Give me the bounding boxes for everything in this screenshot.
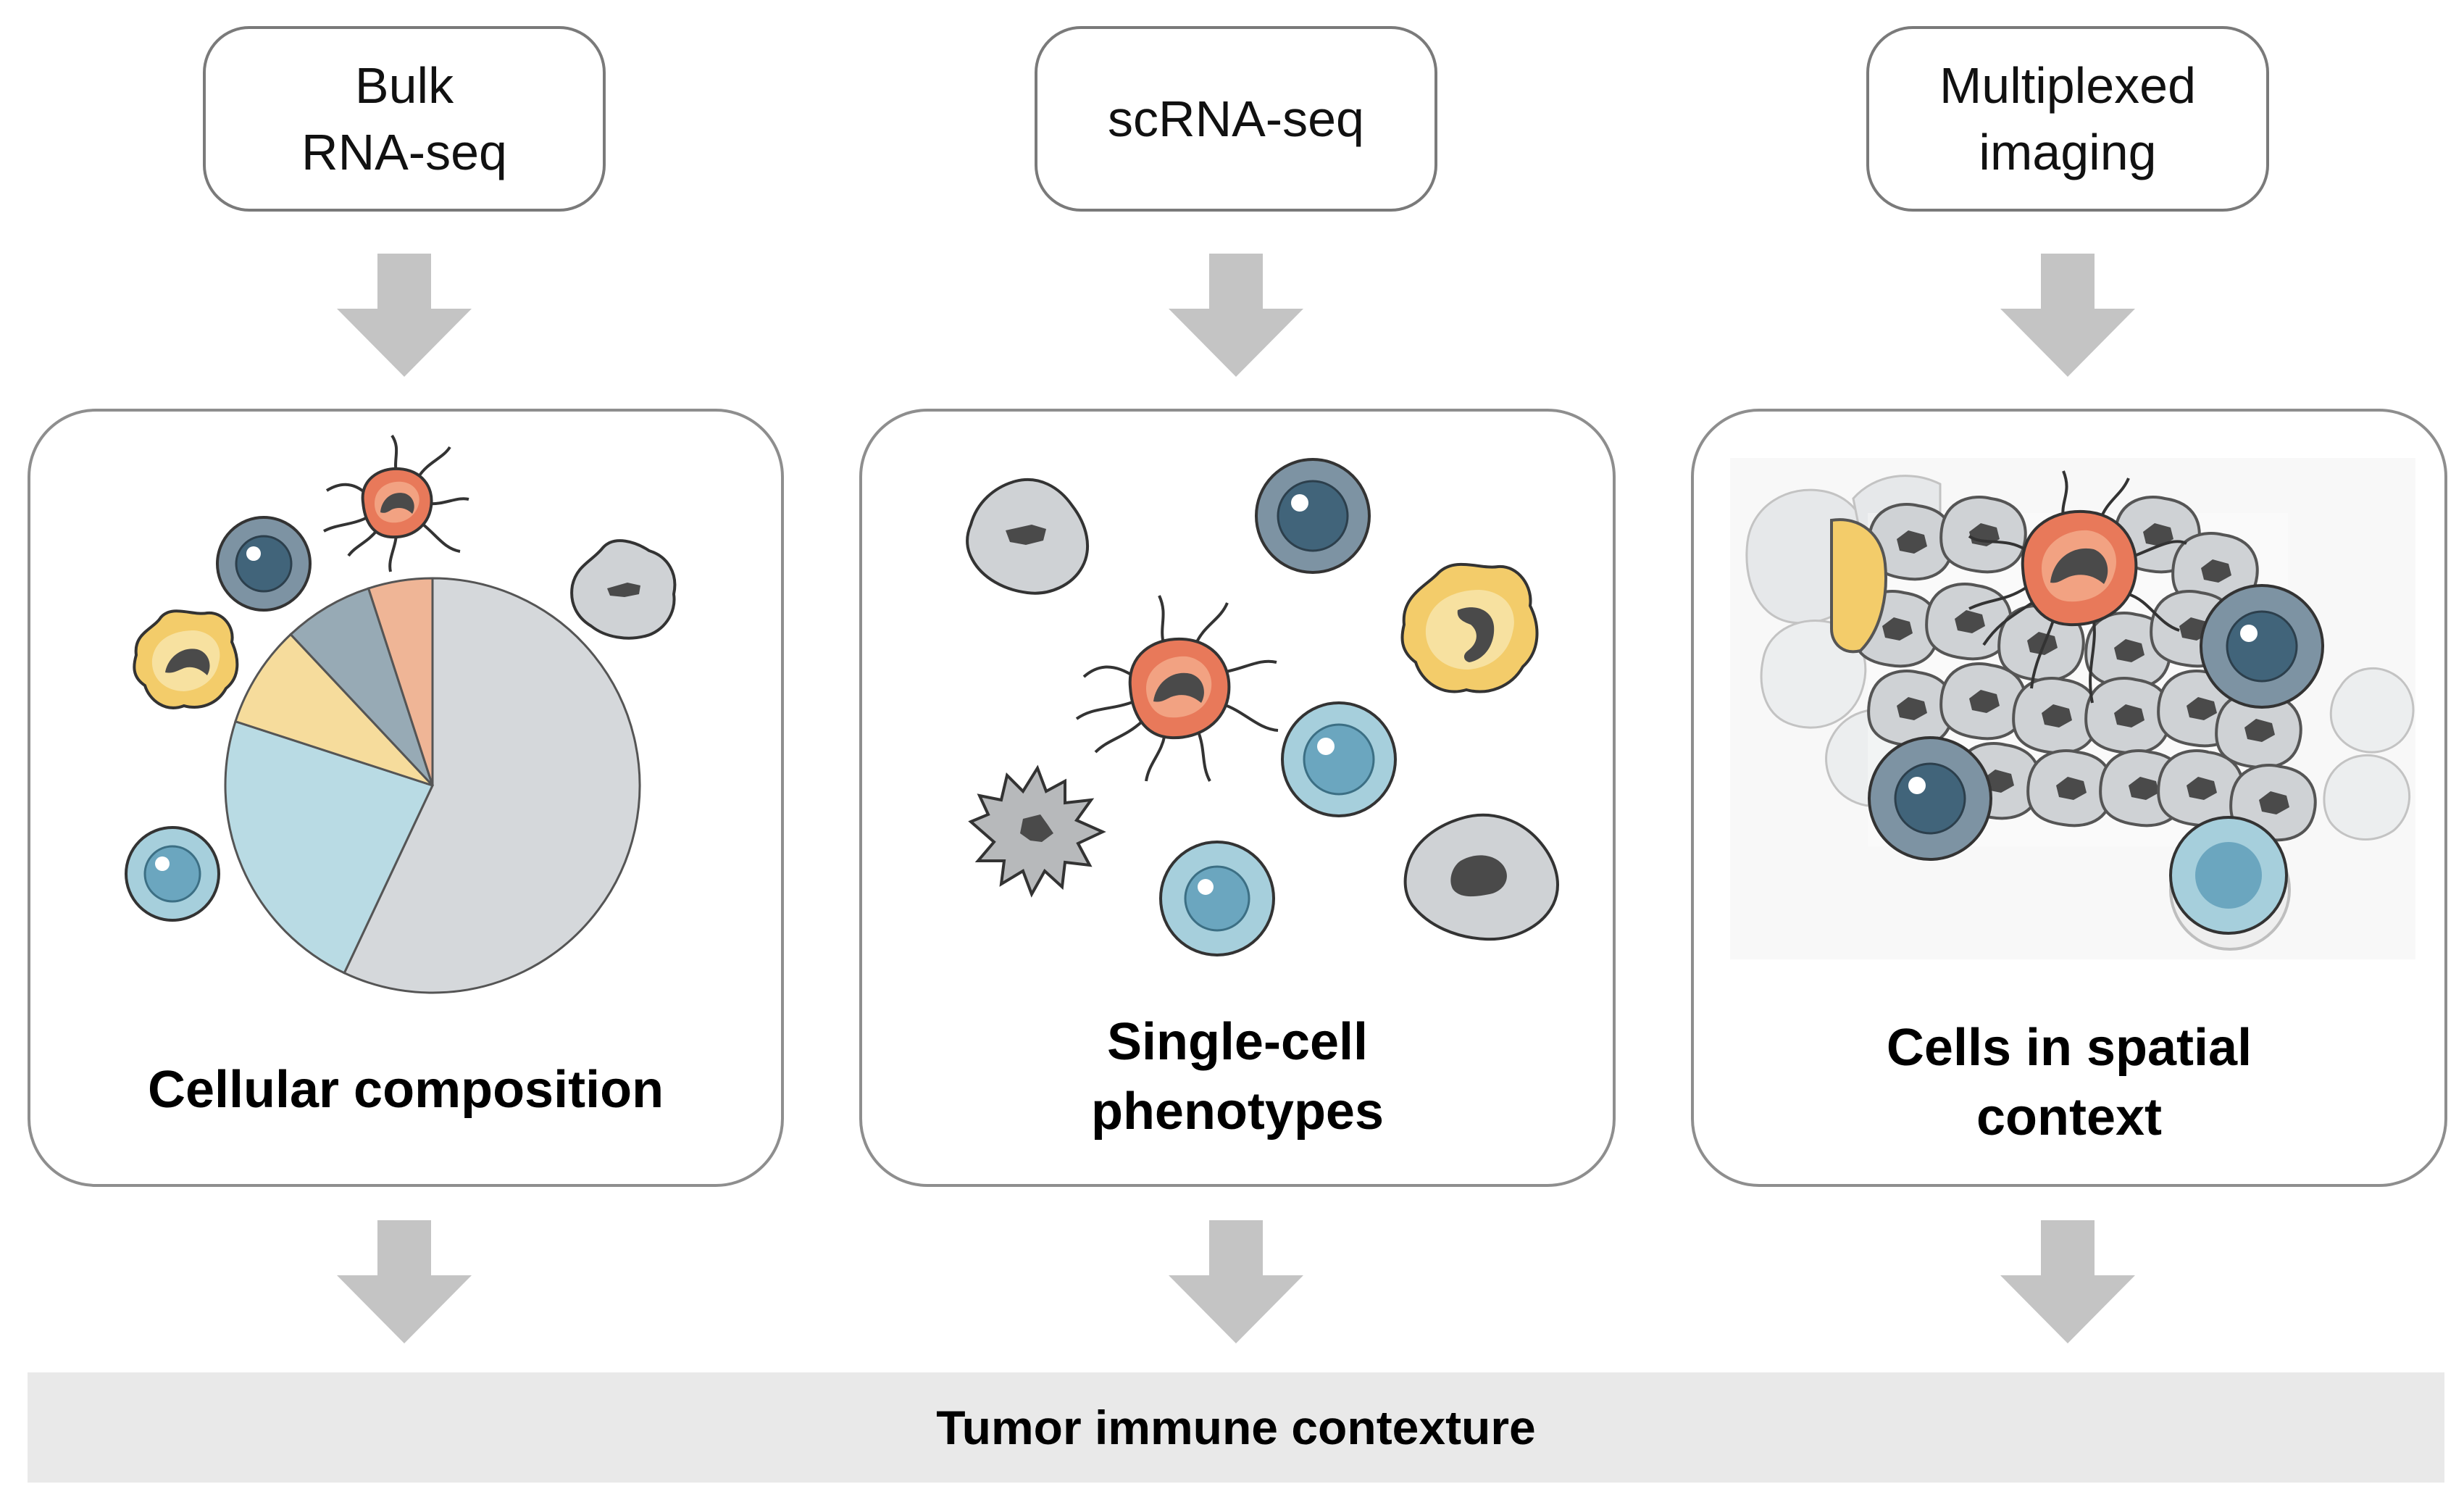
nucleus-icon — [2114, 639, 2144, 662]
myeloid-cell-icon — [133, 609, 239, 709]
phenotypes-illustration — [966, 458, 1559, 956]
down-arrow-icon — [337, 1220, 472, 1343]
output-bar: Tumor immune contexture — [28, 1372, 2444, 1483]
nucleus-icon — [2129, 777, 2159, 800]
t-cell-icon — [1255, 458, 1371, 574]
nucleus-icon — [2187, 697, 2217, 720]
method-box-scrnaseq: scRNA-seq — [1035, 26, 1437, 212]
t-cell-icon — [216, 516, 312, 612]
down-arrow-icon — [2000, 254, 2135, 377]
down-arrow-icon — [1169, 254, 1303, 377]
down-arrow-icon — [337, 254, 472, 377]
dendritic-cell-icon — [1968, 470, 2187, 704]
nucleus-icon — [1897, 530, 1927, 554]
pie-slice-t-cells — [289, 587, 434, 787]
b-cell-icon — [1281, 701, 1397, 817]
tumor-cell-icon — [966, 478, 1089, 595]
apoptotic-cell-icon — [968, 764, 1106, 898]
t-cell-icon — [2200, 584, 2324, 709]
method-label: Bulk RNA-seq — [301, 57, 507, 180]
dendritic-cell-icon — [323, 434, 469, 572]
panel-label: Single-cell phenotypes — [1090, 1013, 1385, 1141]
method-label: scRNA-seq — [1108, 91, 1364, 147]
nucleus-icon — [2201, 559, 2231, 583]
b-cell-icon — [1159, 841, 1275, 956]
nucleus-icon — [2056, 777, 2087, 800]
pie-slice-tumor-cells — [343, 577, 641, 994]
down-arrow-icon — [1169, 1220, 1303, 1343]
pie-chart — [224, 577, 641, 994]
nucleus-icon — [2143, 523, 2173, 546]
panel-single-cell-phenotypes: Single-cell phenotypes — [859, 409, 1616, 1187]
method-label: Multiplexed imaging — [1939, 57, 2197, 180]
panel-cellular-composition: Cellular composition — [28, 409, 784, 1187]
method-box-multiplexed-imaging: Multiplexed imaging — [1866, 26, 2269, 212]
b-cell-icon — [125, 826, 220, 922]
nucleus-icon — [2244, 719, 2275, 742]
pie-slice-dendritic-cells — [367, 577, 434, 786]
pie-slice-b-cells — [224, 720, 435, 975]
t-cell-icon — [1868, 736, 1992, 861]
nucleus-icon — [1897, 697, 1927, 720]
panel-cells-in-spatial-context: Cells in spatial context — [1691, 409, 2447, 1187]
pie-slice-myeloid-cells — [234, 633, 434, 787]
nucleus-icon — [2042, 704, 2072, 728]
nucleus-icon — [2027, 632, 2058, 655]
down-arrow-icon — [2000, 1220, 2135, 1343]
nucleus-icon — [2259, 791, 2289, 814]
tumor-cell-icon — [1403, 813, 1559, 941]
composition-illustration — [125, 434, 677, 994]
spatial-context-illustration — [1730, 458, 2415, 959]
nucleus-icon — [1984, 770, 2014, 793]
nucleus-icon — [2114, 704, 2144, 728]
nucleus-icon — [1969, 690, 2000, 713]
dendritic-cell-icon — [1075, 595, 1279, 782]
panel-label: Cells in spatial context — [1886, 1019, 2252, 1146]
nucleus-icon — [1882, 617, 1913, 641]
tumor-cell-cluster — [1853, 496, 2317, 842]
panel-label: Cellular composition — [147, 1061, 664, 1119]
myeloid-cell-icon — [1830, 518, 1887, 654]
b-cell-icon — [2169, 816, 2288, 935]
myeloid-cell-icon — [1400, 562, 1539, 693]
nucleus-icon — [2187, 777, 2217, 800]
method-box-bulk-rnaseq: Bulk RNA-seq — [203, 26, 606, 212]
nucleus-icon — [1955, 610, 1985, 633]
tumor-cell-icon — [570, 539, 677, 640]
output-label: Tumor immune contexture — [936, 1401, 1536, 1454]
